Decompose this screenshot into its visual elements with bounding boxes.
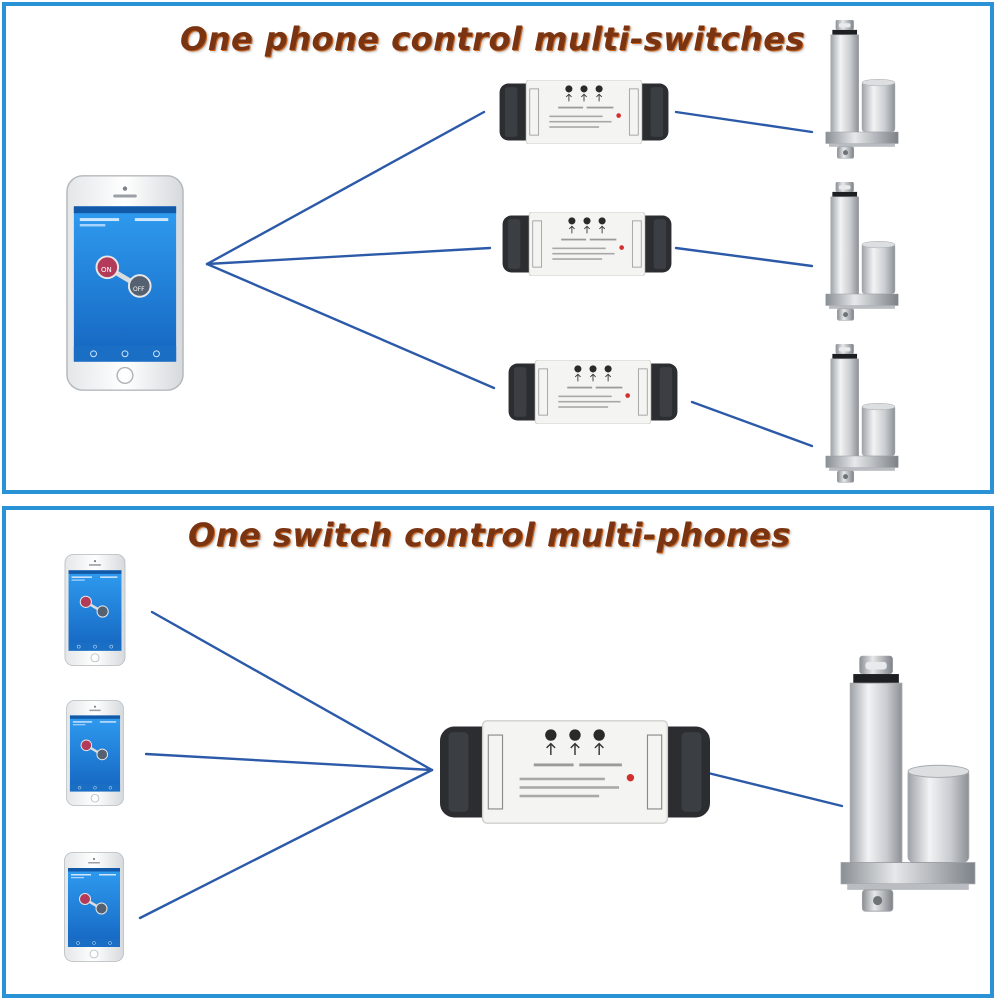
app-off-label: OFF xyxy=(133,286,145,293)
link-phone-to-switch-2 xyxy=(205,246,492,266)
app-on-label: ON xyxy=(101,266,112,274)
bottom-links xyxy=(138,610,844,920)
linear-actuator-icon-main xyxy=(840,654,976,913)
link-phone-2-to-switch xyxy=(144,752,434,772)
link-phone-3-to-switch xyxy=(138,768,434,920)
link-switch-1-to-actuator-1 xyxy=(674,110,814,134)
smartphone-icon: ON OFF xyxy=(67,176,183,390)
link-switch-to-actuator xyxy=(702,770,844,808)
link-phone-to-switch-3 xyxy=(205,262,496,390)
top-links xyxy=(205,110,814,448)
smartphone-icon-3 xyxy=(64,852,124,962)
linear-actuator-icon-3 xyxy=(825,344,899,483)
linear-actuator-icon-2 xyxy=(825,182,899,321)
relay-switch-icon-1 xyxy=(499,80,669,144)
smartphone-icon-2 xyxy=(65,700,125,806)
link-switch-3-to-actuator-3 xyxy=(690,400,814,448)
top-title: One phone control multi-switches xyxy=(180,20,806,58)
link-phone-1-to-switch xyxy=(150,610,434,772)
relay-switch-icon-3 xyxy=(508,360,678,424)
smartphone-icon-1 xyxy=(64,554,126,666)
relay-switch-icon-main xyxy=(440,720,710,824)
linear-actuator-icon-1 xyxy=(825,20,899,159)
bottom-title: One switch control multi-phones xyxy=(188,516,791,554)
link-switch-2-to-actuator-2 xyxy=(674,246,814,268)
link-phone-to-switch-1 xyxy=(205,110,486,266)
relay-switch-icon-2 xyxy=(502,212,672,276)
